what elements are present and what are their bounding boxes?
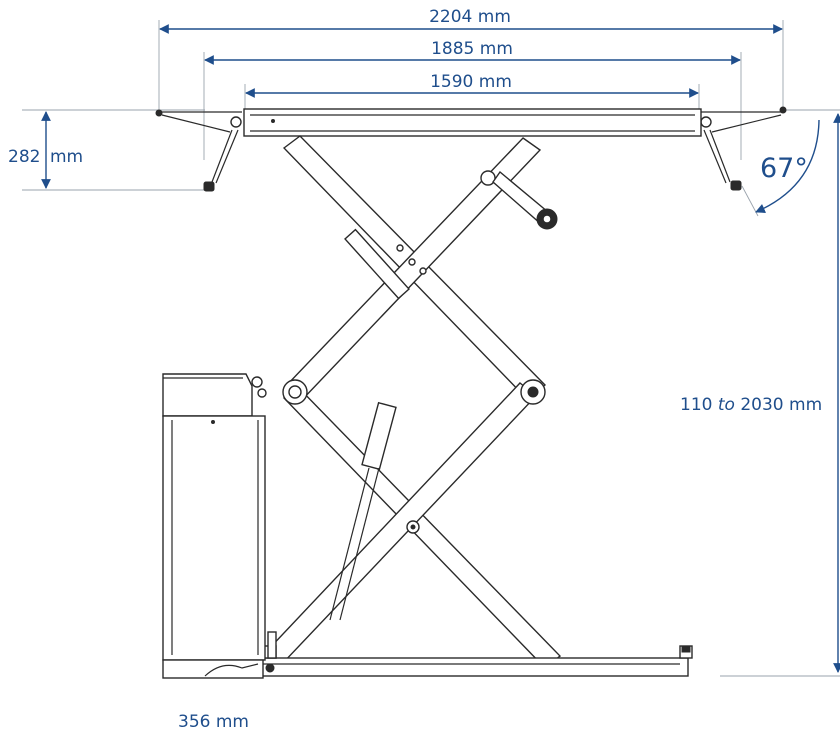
lift-range-label: 110 to 2030 mm: [680, 395, 822, 415]
total-width-label: 2204 mm: [429, 7, 511, 27]
angle-label: 67°: [760, 153, 808, 184]
platform-length-label: 1590 mm: [430, 72, 512, 92]
dimension-lines: [41, 24, 840, 673]
lift-platform: [155, 106, 787, 192]
lift-base: [254, 645, 693, 677]
control-cabinet: [162, 373, 277, 679]
extended-platform-label: 1885 mm: [431, 39, 513, 59]
angle-arc: [755, 119, 820, 213]
arm-height-unit: mm: [50, 147, 83, 167]
scissor-mechanism: [264, 135, 562, 669]
base-length-label: 356 mm: [178, 712, 249, 732]
lift-range-max: 2030 mm: [740, 395, 822, 415]
lift-range-min: 110: [680, 395, 712, 415]
extension-lines: [22, 20, 840, 677]
arm-height-value: 282: [8, 147, 40, 167]
lift-range-word: to: [718, 395, 735, 415]
